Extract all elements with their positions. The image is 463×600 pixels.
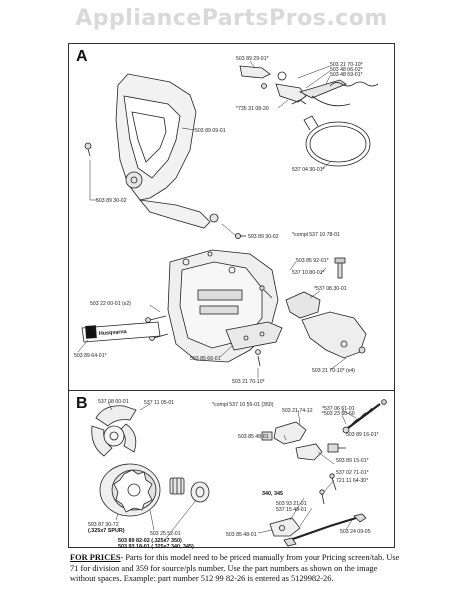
part-number: 503 24 09-05 bbox=[340, 529, 371, 535]
needle-bearing-part bbox=[169, 477, 185, 495]
part-number: 503 85 92-01* bbox=[296, 258, 329, 264]
leader-lines-b bbox=[107, 401, 357, 542]
part-number: 503 48 59-01* bbox=[330, 72, 363, 78]
pump-piston-part bbox=[342, 399, 387, 434]
pump-body-part bbox=[269, 517, 301, 537]
clutch-drum-part bbox=[99, 463, 161, 517]
part-number: 503 89 16-01* bbox=[346, 432, 379, 438]
part-number: 721 11 64-30* bbox=[336, 478, 368, 484]
section-divider bbox=[68, 390, 395, 391]
part-number: 503 89 64-01* bbox=[74, 353, 107, 359]
hand-guard-part bbox=[115, 73, 219, 229]
clutch-part bbox=[91, 405, 137, 457]
decal-part bbox=[81, 321, 161, 343]
bracket-part bbox=[285, 291, 367, 359]
brake-lever-part bbox=[239, 65, 379, 107]
section-label-b: B bbox=[76, 395, 88, 412]
part-number: 503 89 82-02 (.325x7 350) bbox=[118, 538, 182, 544]
part-number: *503 23 60-60 bbox=[322, 411, 355, 417]
bolt-part bbox=[334, 257, 346, 279]
part-labels-b: *compl 537 10 55-01 (350) 537 08 00-01 5… bbox=[88, 399, 379, 550]
part-number: *compl 537 10 78-01 bbox=[292, 232, 340, 238]
part-number: 503 93 21-01 bbox=[276, 501, 307, 507]
part-number: 503 89 15-01* bbox=[336, 458, 369, 464]
watermark-text: AppliancePartsPros.com bbox=[75, 6, 388, 31]
small-screw-part bbox=[234, 232, 246, 239]
oil-pump-part bbox=[261, 421, 346, 461]
pricing-note: FOR PRICES- Parts for this model need to… bbox=[70, 553, 400, 585]
washer-part bbox=[190, 481, 210, 503]
part-number: 503 85 66-01 bbox=[190, 356, 221, 362]
part-number: 503 89 29-01* bbox=[236, 56, 269, 62]
clutch-cover-part bbox=[167, 249, 279, 363]
screw-part bbox=[84, 142, 92, 157]
part-number: 503 85 48-01 bbox=[226, 532, 257, 538]
part-number: 503 25 52-01 bbox=[150, 531, 181, 537]
part-number: 503 87 30-72 bbox=[88, 522, 119, 528]
oil-hose-part bbox=[283, 513, 367, 547]
pricing-note-text: - Parts for this model need to be priced… bbox=[70, 553, 400, 583]
part-labels-a: 503 89 29-01* 503 21 70-10* 503 48 06-02… bbox=[74, 56, 363, 385]
part-number: 537 08 00-01 bbox=[98, 399, 129, 405]
part-number: 537 15 48-01 bbox=[276, 507, 307, 513]
part-number: (.325x7 SPUR) bbox=[88, 528, 125, 534]
part-number: *537 06 61-01 bbox=[322, 406, 355, 412]
part-number: 503 89 09-01 bbox=[195, 128, 226, 134]
section-label-a: A bbox=[76, 48, 88, 65]
part-number: 503 89 30-02 bbox=[248, 234, 279, 240]
part-number: *735 31 08-20 bbox=[236, 106, 269, 112]
guide-plate-part bbox=[225, 321, 283, 351]
part-number: 537 11 05-01 bbox=[144, 400, 174, 406]
screws-b bbox=[319, 473, 337, 505]
part-number: *compl 537 10 55-01 (350) bbox=[212, 402, 274, 408]
part-number: 503 21 74-12 bbox=[282, 408, 313, 414]
leader-lines-a bbox=[77, 60, 347, 378]
part-number: *537 08 30-01 bbox=[314, 286, 347, 292]
part-number: 503 21 70-10* bbox=[330, 62, 363, 68]
model-tag: 340, 345 bbox=[262, 491, 283, 497]
part-number: 503 85 48-01 bbox=[238, 434, 269, 440]
part-number: 503 89 30-02 bbox=[96, 198, 127, 204]
part-number: 503 93 18-01 (.325x7 340, 345) bbox=[118, 544, 194, 550]
brake-band-part bbox=[303, 115, 371, 167]
husqvarna-logo: Husqvarna bbox=[99, 329, 128, 337]
part-number: 537 02 71-01* bbox=[336, 470, 369, 476]
part-number: 503 21 70-10* (x4) bbox=[312, 368, 355, 374]
part-number: 503 22 00-01 (x2) bbox=[90, 301, 131, 307]
part-number: 503 21 70-10* bbox=[232, 379, 265, 385]
pricing-note-lead: FOR PRICES bbox=[70, 553, 121, 562]
part-number: 537 10 80-01* bbox=[292, 270, 325, 276]
part-number: 537 04 30-01* bbox=[292, 167, 325, 173]
part-number: 503 48 06-02* bbox=[330, 67, 363, 73]
diagram-frame bbox=[68, 43, 395, 548]
